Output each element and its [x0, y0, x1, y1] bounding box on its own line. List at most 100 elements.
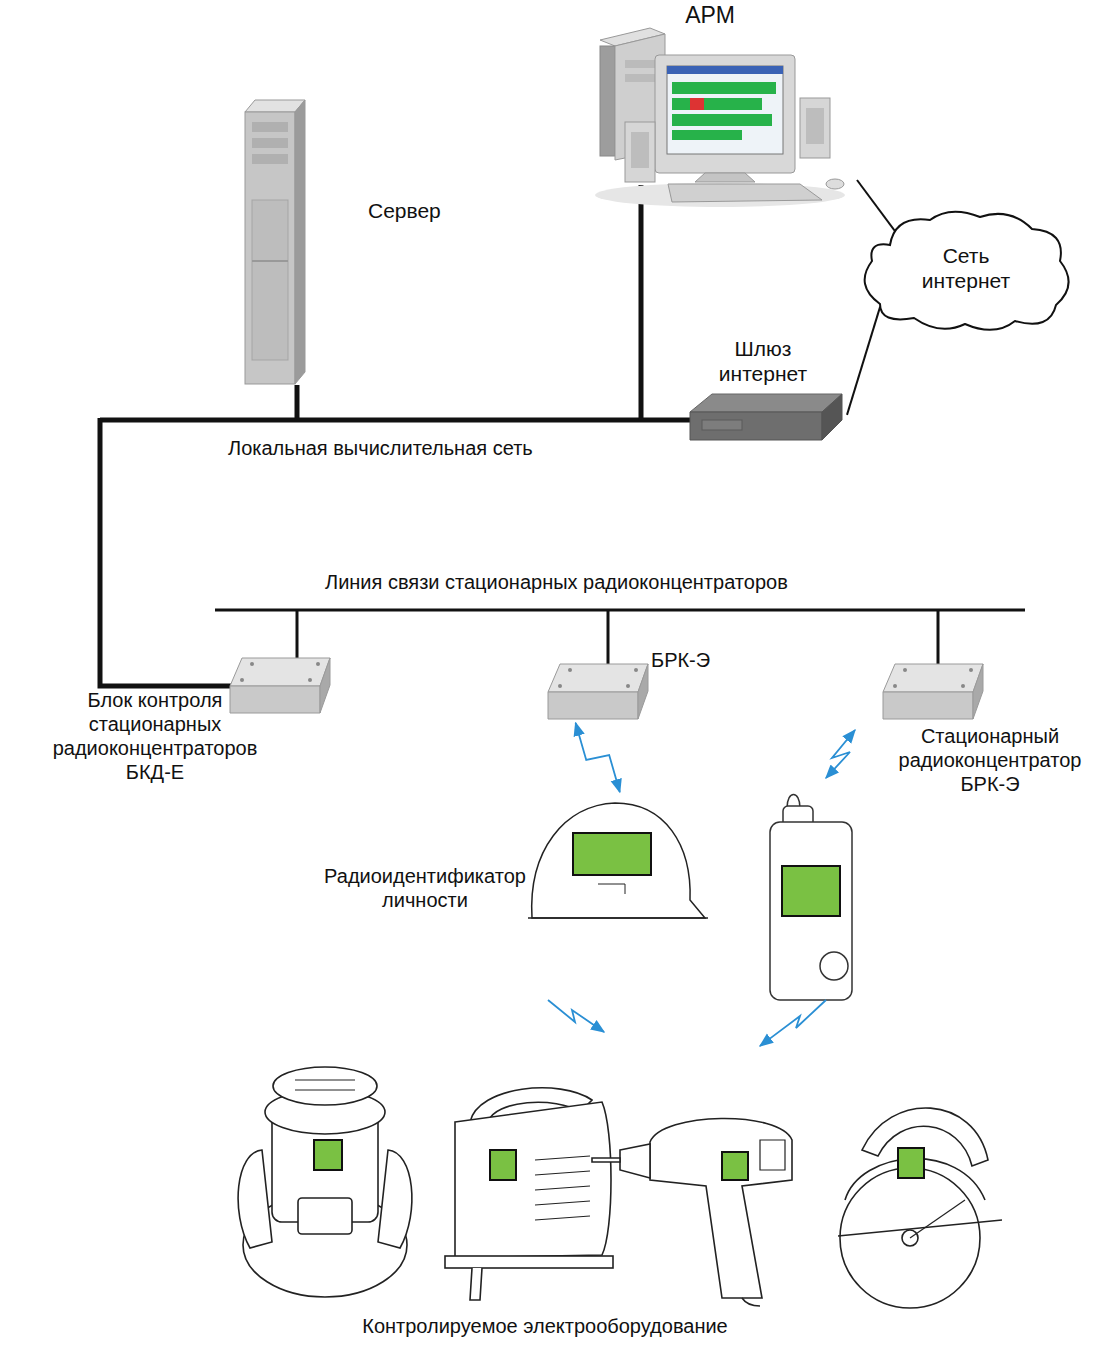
node-text: Блок контроля стационарных радиоконцентр… [40, 688, 270, 784]
jigsaw-tool [445, 1088, 613, 1300]
drill-tool [650, 1118, 792, 1298]
handheld-tag [770, 795, 852, 1001]
internet-gateway [690, 412, 822, 440]
internet-gateway [822, 394, 842, 440]
node-text: Сеть интернет [910, 243, 1022, 293]
helmet-tag [528, 803, 708, 918]
equipment-caption: Контролируемое электрооборудование [300, 1314, 790, 1338]
workstation-computer [668, 184, 822, 202]
cloud-outline [865, 212, 1069, 330]
helmet-tag [528, 917, 708, 919]
network-label: Локальная вычислительная сеть [228, 436, 648, 460]
circular-saw-tool [840, 1168, 980, 1308]
workstation-computer [800, 98, 830, 158]
drill-tool [592, 1118, 792, 1306]
jigsaw-tool [470, 1268, 482, 1300]
workstation-computer [806, 108, 824, 144]
server-tower [295, 100, 305, 384]
person-tag-node: Радиоидентификатор личности [300, 792, 710, 932]
circular-saw-tool [838, 1108, 1002, 1308]
server-tower [252, 138, 288, 148]
workstation-computer [672, 98, 762, 110]
drill-tool [742, 1298, 760, 1306]
internet-gateway [702, 420, 742, 430]
node-text: Сервер [368, 198, 472, 223]
drill-tool [760, 1140, 785, 1170]
network-link [847, 307, 880, 415]
workstation-computer [826, 179, 844, 189]
workstation-computer [672, 114, 772, 126]
drill-tool [722, 1152, 748, 1180]
concentrator-box [883, 664, 983, 719]
concentrator-node: Стационарный радиоконцентратор БРК-Э [880, 652, 1100, 800]
node-text: Радиоидентификатор личности [320, 864, 530, 912]
internet-gateway [690, 394, 842, 412]
node-text: Шлюз интернет [713, 336, 813, 386]
gateway-node: Шлюз интернет [685, 332, 847, 444]
lan-bus [100, 418, 692, 423]
handheld-tag [782, 866, 840, 916]
lan-bus [295, 385, 300, 420]
drill-tool [592, 1158, 620, 1162]
circular-saw-tool [910, 1200, 965, 1238]
radio-link [760, 1000, 826, 1046]
router-tool [238, 1150, 272, 1248]
server-node: Сервер [360, 196, 480, 230]
lan-bus [639, 185, 644, 420]
server-tower [252, 122, 288, 132]
radio-link [826, 730, 855, 778]
internet-cloud: Сеть интернет [850, 205, 1082, 337]
workstation-node: АРМ [595, 0, 857, 200]
workstation-computer [655, 55, 795, 173]
handheld-tag [770, 822, 852, 1000]
router-tool [378, 1150, 412, 1248]
workstation-computer [595, 28, 845, 207]
concentrator-box [230, 658, 330, 713]
workstation-computer [672, 130, 742, 140]
server-tower [252, 154, 288, 164]
concentrator-bus [937, 610, 940, 670]
handheld-tag [820, 952, 848, 980]
node-text: БРК-Э [651, 648, 723, 672]
concentrator-bus [215, 609, 1025, 612]
node-text: АРМ [675, 2, 745, 30]
router-tool [295, 1080, 355, 1090]
circular-saw-tool [838, 1220, 1002, 1236]
control-unit-node: Блок контроля стационарных радиоконцентр… [30, 650, 335, 792]
server-tower [245, 100, 305, 384]
server-tower [245, 112, 295, 384]
jigsaw-tool [490, 1150, 516, 1180]
workstation-computer [631, 132, 649, 168]
workstation-computer [690, 98, 704, 110]
server-tower [252, 200, 288, 360]
workstation-computer [667, 66, 783, 74]
drill-tool [620, 1144, 650, 1178]
helmet-tag [573, 833, 651, 875]
radio-link [548, 1000, 604, 1032]
workstation-computer [695, 173, 755, 182]
internet-gateway [690, 394, 842, 440]
jigsaw-tool [455, 1102, 611, 1258]
workstation-computer [625, 122, 655, 182]
concentrator-node: БРК-Э [545, 648, 725, 723]
workstation-computer [672, 82, 776, 94]
concentrator-box [548, 664, 648, 719]
router-tool [298, 1198, 352, 1234]
radio-link [576, 723, 620, 792]
workstation-computer [600, 46, 615, 156]
circular-saw-tool [898, 1148, 924, 1178]
concentrator-bus [215, 610, 1025, 670]
router-tool [314, 1140, 342, 1170]
workstation-computer [667, 66, 783, 154]
router-tool [238, 1067, 412, 1297]
server-tower [252, 260, 288, 262]
concentrator-box [230, 658, 983, 719]
node-text: Стационарный радиоконцентратор БРК-Э [884, 724, 1096, 796]
jigsaw-tool [535, 1156, 590, 1220]
concentrator-bus [607, 610, 610, 670]
workstation-computer [595, 183, 845, 207]
workstation-computer [625, 60, 655, 68]
